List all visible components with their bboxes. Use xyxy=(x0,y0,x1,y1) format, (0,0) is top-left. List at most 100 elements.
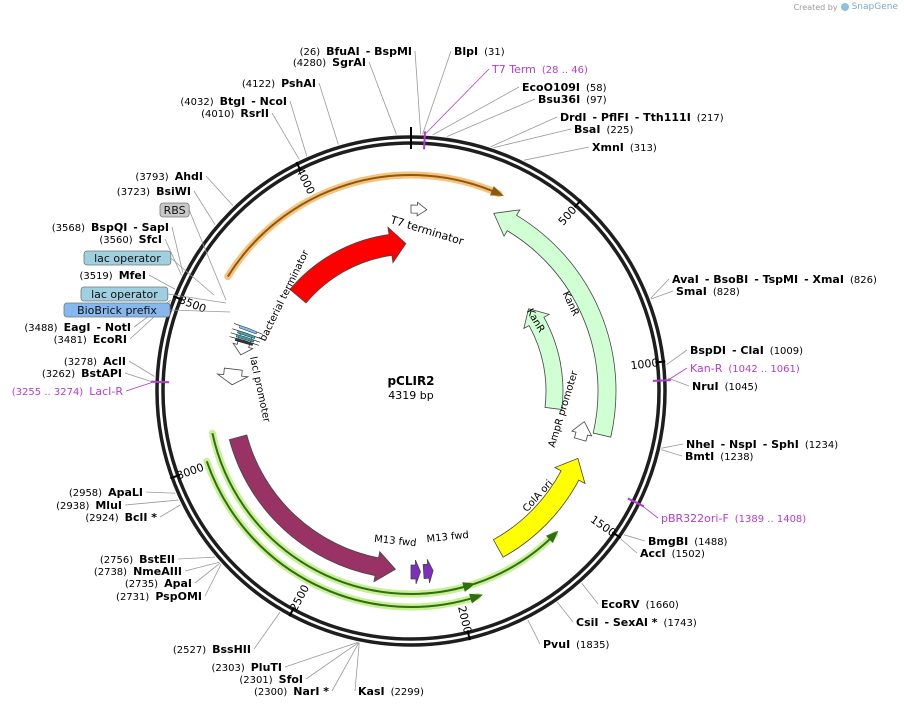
mrfp1-arrow-label: mRFP1 xyxy=(297,219,335,253)
tick-mark xyxy=(466,630,471,641)
feature-box-label: RBS xyxy=(164,204,186,217)
site-position: (1234) xyxy=(805,440,838,451)
site-name: MfeI xyxy=(119,269,146,282)
site-name: NruI xyxy=(692,380,719,393)
site-leader xyxy=(414,50,422,135)
site-leader xyxy=(184,561,220,572)
site-name: - NotI xyxy=(96,321,131,334)
site-leader xyxy=(354,642,360,692)
site-position: (3723) xyxy=(117,187,150,198)
site-position: (4280) xyxy=(293,58,326,69)
site-name: BspDI xyxy=(690,344,726,357)
site-position: (26) xyxy=(300,47,321,58)
site-name: NmeAIII xyxy=(133,565,182,578)
site-label: BmtI(1238) xyxy=(685,450,754,463)
site-position: (2299) xyxy=(391,687,424,698)
site-position: (2301) xyxy=(239,675,272,686)
laci-orf-arc-inner xyxy=(211,432,471,595)
site-name: KasI xyxy=(358,685,385,698)
site-leader xyxy=(164,238,182,276)
regulatory-stripe xyxy=(229,336,260,346)
m13-fwd-primer-1-label: M13 fwd xyxy=(374,534,417,549)
site-position: (4122) xyxy=(242,79,275,90)
site-position: (217) xyxy=(697,113,724,124)
laci-arrow xyxy=(228,434,397,583)
site-label: XmnI(313) xyxy=(592,141,657,154)
site-leader xyxy=(318,82,339,145)
credit-brand: SnapGene xyxy=(851,2,898,12)
tick-mark xyxy=(172,295,183,301)
feature-box-label: lac operator xyxy=(91,288,158,301)
site-name: PluTI xyxy=(251,661,282,674)
site-name: NheI xyxy=(686,438,715,451)
site-name: PvuI xyxy=(543,638,570,651)
site-name: RsrII xyxy=(240,107,269,120)
box-leader xyxy=(170,257,215,296)
pbr322ori-f-primer-marker xyxy=(627,497,645,508)
site-label: AccI (1502) xyxy=(640,547,705,560)
site-name: EcoRI xyxy=(93,333,127,346)
site-leader xyxy=(424,68,490,135)
site-leader xyxy=(194,562,221,584)
site-name: - Tth111I xyxy=(635,111,691,124)
site-position: (828) xyxy=(713,287,740,298)
site-position: (225) xyxy=(606,125,633,136)
site-leader xyxy=(145,491,176,494)
feature-box-label: BioBrick prefix xyxy=(77,304,157,317)
site-position: (4010) xyxy=(201,109,234,120)
credit-prefix: Created by xyxy=(793,2,838,12)
site-name: EagI xyxy=(64,321,91,334)
kan-r-primer-marker xyxy=(423,131,426,150)
site-name: BmtI xyxy=(685,450,714,463)
site-leader xyxy=(523,146,590,161)
site-position: (313) xyxy=(630,143,657,154)
site-name: BspQI xyxy=(91,221,127,234)
site-name: - PflFI xyxy=(593,111,629,124)
tick-label: 2000 xyxy=(455,605,474,635)
laci-promoter-arrow xyxy=(216,367,250,386)
site-label: (3255 .. 3274)LacI-R xyxy=(12,385,124,398)
site-leader xyxy=(650,290,674,300)
site-name: BstEII xyxy=(139,553,175,566)
ampr-promoter-arrow xyxy=(570,420,593,442)
box-leader xyxy=(167,293,227,304)
m13-fwd-primer-2-label: M13 fwd xyxy=(426,530,469,545)
site-position: (3488) xyxy=(24,323,57,334)
site-position: (3793) xyxy=(135,172,168,183)
site-label: (3560)SfcI xyxy=(99,233,162,246)
site-label: (2735) ApaI xyxy=(125,577,192,590)
site-label: (4280)SgrAI xyxy=(293,56,366,69)
site-position: (2735) xyxy=(125,579,158,590)
site-leader xyxy=(271,112,300,160)
site-name: ApaI xyxy=(164,577,192,590)
site-label: (3262)BstAPI xyxy=(42,367,122,380)
site-leader xyxy=(527,619,541,645)
tick-mark xyxy=(573,199,582,208)
box-leader xyxy=(188,209,227,301)
site-leader xyxy=(284,642,358,668)
site-label: BspDI- ClaI(1009) xyxy=(690,344,803,357)
site-label: NheI- NspI- SphI(1234) xyxy=(686,438,838,451)
feature-box xyxy=(80,286,169,302)
tick-label: 2500 xyxy=(287,583,312,614)
site-label: SmaI (828) xyxy=(676,285,740,298)
site-position: (826) xyxy=(850,275,877,286)
kan-r-site-primer-marker xyxy=(652,379,671,382)
site-position: (1502) xyxy=(672,549,705,560)
site-name: BfuAI xyxy=(326,45,360,58)
laci-promoter-arrow-label: lacI promoter xyxy=(247,356,272,425)
kanr-outer-arrow xyxy=(493,209,617,438)
tick-label: 1000 xyxy=(630,356,659,372)
site-name: AccI xyxy=(640,547,666,560)
site-leader-lines xyxy=(124,50,690,692)
box-leader xyxy=(169,309,231,313)
site-leader xyxy=(661,443,684,449)
site-name: Kan-R xyxy=(690,362,723,375)
site-name: SmaI xyxy=(676,285,707,298)
site-label: BsaI (225) xyxy=(574,123,633,136)
site-leader xyxy=(446,98,536,137)
site-name: LacI-R xyxy=(89,385,123,398)
site-name: BsaI xyxy=(574,123,600,136)
feature-box xyxy=(83,250,172,266)
